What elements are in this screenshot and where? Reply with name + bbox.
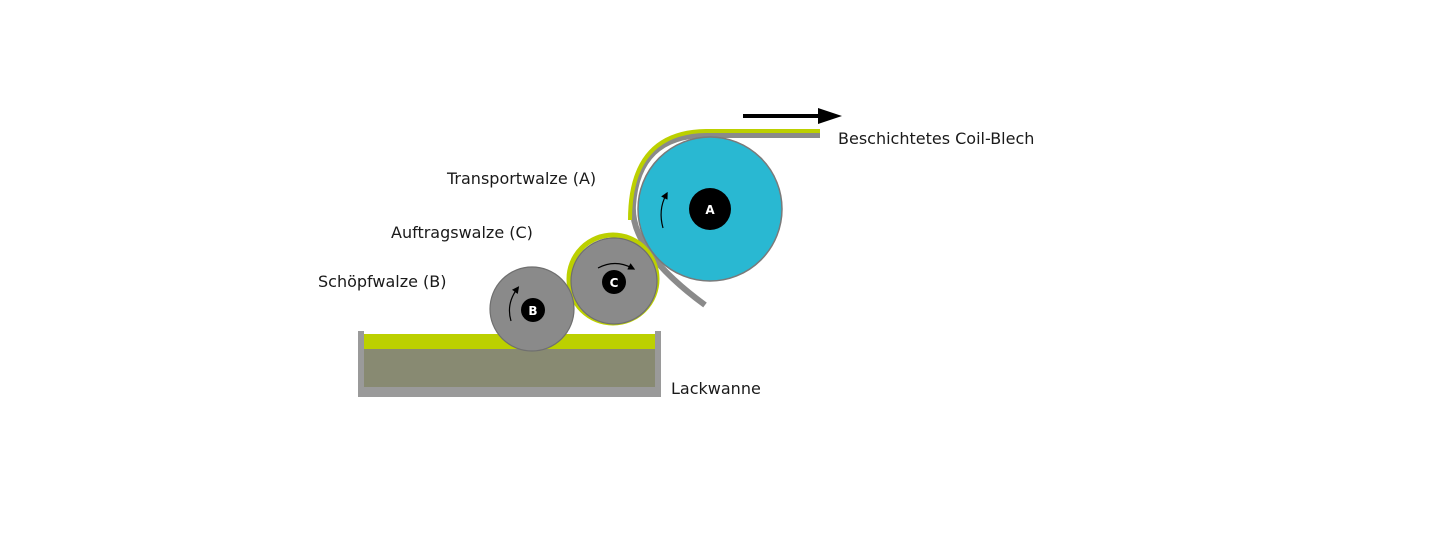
rotation-arrow-icon — [508, 286, 520, 322]
label-applicator-roller: Auftragswalze (C) — [391, 223, 533, 242]
roller-hub-b — [521, 298, 545, 322]
label-paint-tray: Lackwanne — [671, 379, 761, 398]
rotation-arrow-icon — [597, 262, 636, 270]
paint-tray-wall-right — [655, 331, 661, 397]
label-coated-sheet: Beschichtetes Coil-Blech — [838, 129, 1034, 148]
roller-letter-c: C — [610, 276, 619, 290]
paint-tray-bottom — [358, 387, 661, 397]
pickup-roller-b: B — [489, 266, 575, 352]
label-pickup-roller: Schöpfwalze (B) — [318, 272, 447, 291]
paint-tray-wall-left — [358, 331, 364, 397]
roller-letter-b: B — [528, 304, 537, 318]
applicator-roller-c: C — [566, 232, 660, 326]
rotation-arrow-icon — [660, 191, 668, 229]
roller-letter-a: A — [705, 203, 715, 217]
paint-tray-fill — [364, 347, 655, 387]
label-transport-roller: Transportwalze (A) — [446, 169, 596, 188]
roller-hub-c — [602, 270, 626, 294]
transport-roller-a: A — [637, 136, 783, 282]
direction-arrow — [743, 108, 842, 124]
coil-sheet — [628, 129, 820, 308]
roller-hub-a — [689, 188, 731, 230]
